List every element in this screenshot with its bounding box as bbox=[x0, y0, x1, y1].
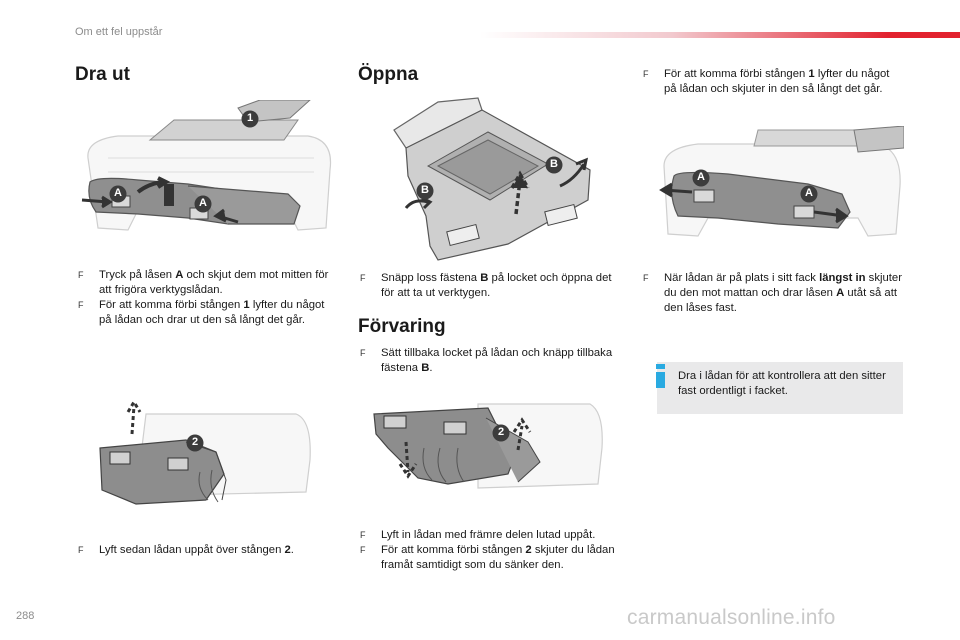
heading-oppna: Öppna bbox=[358, 64, 419, 85]
illustration-pull-out-box bbox=[81, 100, 332, 231]
header-accent-bar bbox=[480, 32, 960, 38]
info-icon bbox=[656, 364, 665, 388]
illustration-open-lid bbox=[393, 97, 591, 261]
callout-a-right-col-right: A bbox=[800, 185, 818, 208]
callout-b-left: B bbox=[416, 182, 434, 205]
callout-b-right: B bbox=[545, 156, 563, 179]
illustration-push-in-box bbox=[659, 126, 904, 237]
illustration-lift-box bbox=[99, 400, 311, 505]
page-number: 288 bbox=[16, 610, 35, 622]
heading-dra-ut: Dra ut bbox=[75, 64, 130, 85]
callout-a-left: A bbox=[109, 185, 127, 208]
callout-1: 1 bbox=[241, 110, 259, 133]
info-note-box bbox=[657, 362, 903, 414]
callout-a-right-col-left: A bbox=[692, 169, 710, 192]
info-note-text: Dra i lådan för att kontrollera att den … bbox=[678, 370, 886, 397]
callout-2-storage: 2 bbox=[492, 424, 510, 447]
callout-2: 2 bbox=[186, 434, 204, 457]
callout-a-right: A bbox=[194, 195, 212, 218]
illustration-insert-box bbox=[373, 403, 603, 489]
section-title: Om ett fel uppstår bbox=[75, 26, 163, 38]
watermark: carmanualsonline.info bbox=[627, 606, 836, 629]
heading-forvaring: Förvaring bbox=[358, 316, 446, 337]
